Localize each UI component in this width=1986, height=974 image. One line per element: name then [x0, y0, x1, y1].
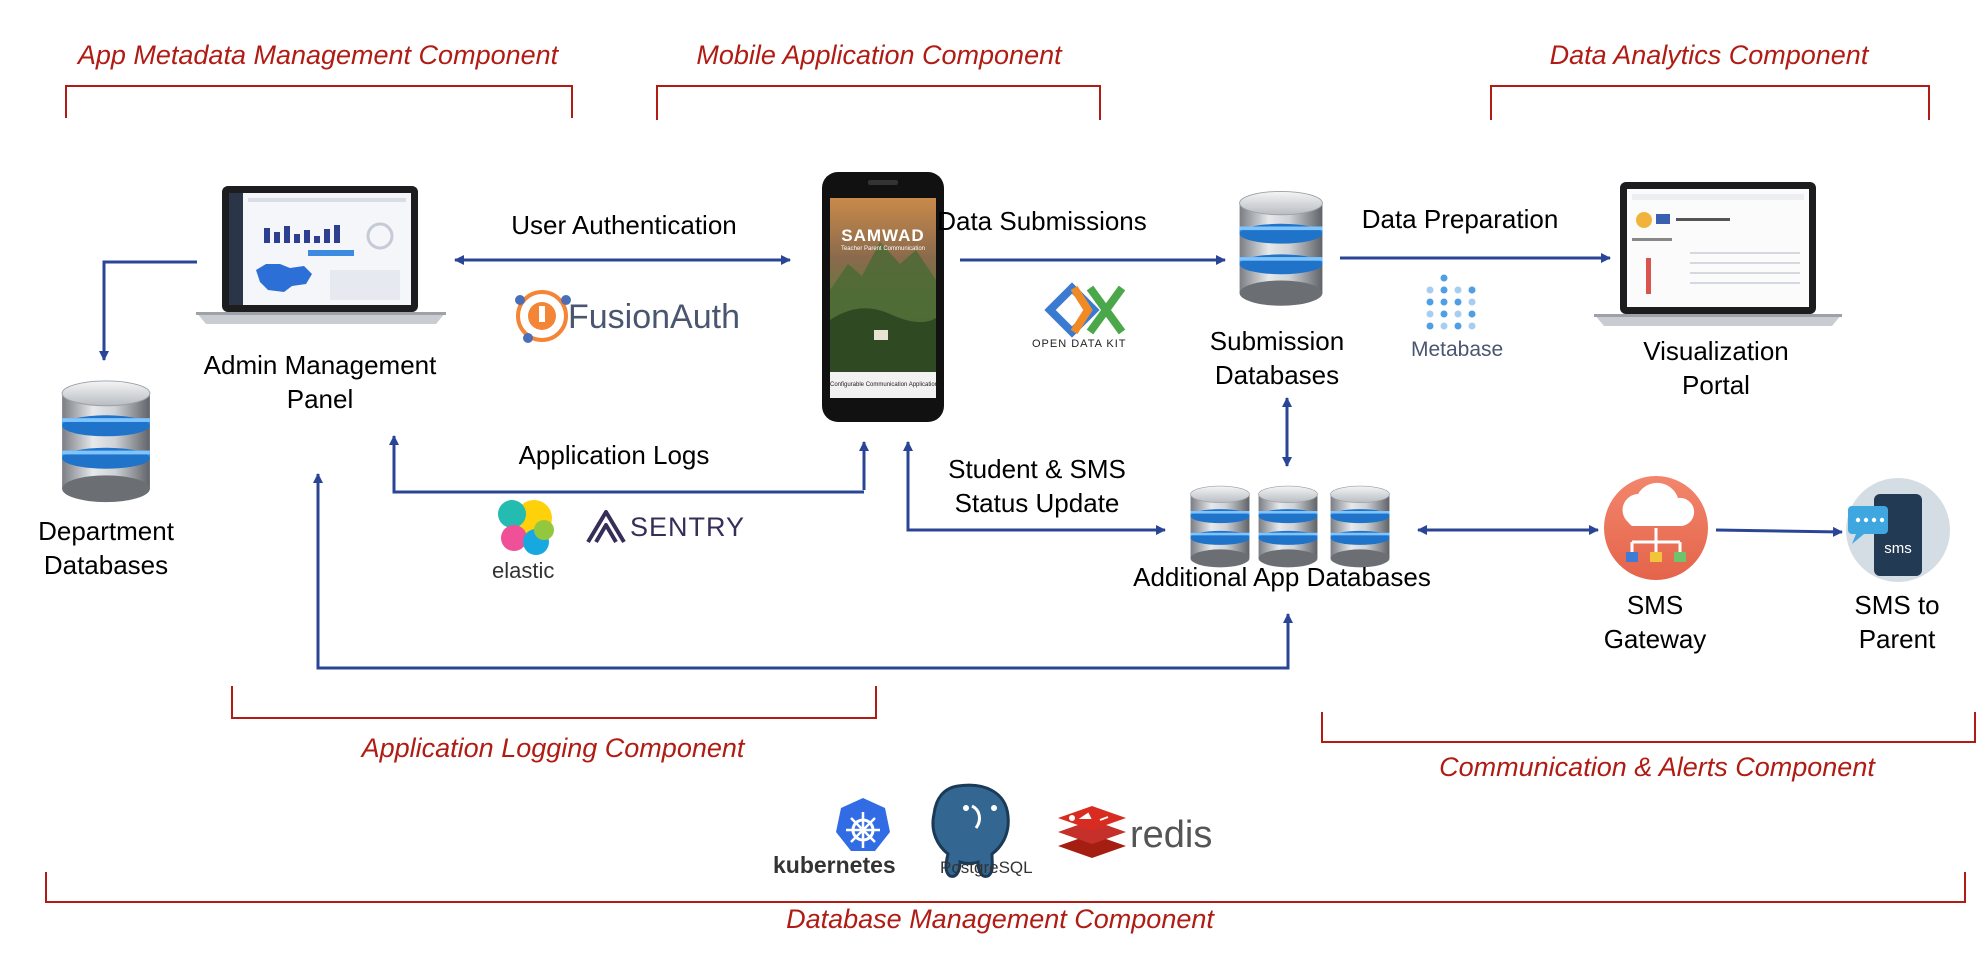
- data-submissions-label: Data Submissions: [937, 206, 1147, 236]
- mobile-app-component-title: Mobile Application Component: [696, 40, 1062, 70]
- phone-app-footer: Configurable Communication Application: [830, 382, 939, 388]
- sentry-logo-icon: [586, 510, 626, 544]
- data-analytics-component-title: Data Analytics Component: [1549, 40, 1869, 70]
- metabase-logo-icon: [1426, 274, 1476, 330]
- redis-wordmark: redis: [1130, 814, 1213, 856]
- application-logs-label: Application Logs: [518, 440, 710, 470]
- edge-additional-to-admin: [313, 473, 1293, 670]
- app-metadata-component-title: App Metadata Management Component: [77, 40, 559, 70]
- db-management-component-title: Database Management Component: [786, 904, 1214, 934]
- visualization-laptop-image: [1594, 182, 1842, 326]
- bracket-mobile-app: [656, 85, 1101, 120]
- bracket-db-management: [45, 872, 1966, 903]
- connection-arrows: [99, 253, 1843, 670]
- additional-db-icon-2: [1258, 485, 1318, 568]
- kubernetes-logo-icon: [836, 798, 890, 851]
- sms-to-parent-icon: [1846, 478, 1950, 582]
- elastic-wordmark: elastic: [492, 558, 555, 583]
- edge-admin-to-department-db: [99, 260, 197, 361]
- submission-db-icon: [1239, 190, 1323, 307]
- edge-gateway-to-parent: [1715, 526, 1843, 537]
- sms-icon-text: sms: [1884, 540, 1912, 557]
- phone-app-title: SAMWAD: [841, 226, 925, 245]
- postgresql-logo-icon: [931, 783, 1010, 878]
- status-update-label: Student & SMS Status Update: [948, 454, 1126, 518]
- redis-logo-icon: [1058, 806, 1126, 858]
- department-db-icon: [61, 380, 151, 503]
- data-preparation-label: Data Preparation: [1361, 204, 1559, 234]
- additional-db-icon-3: [1330, 485, 1390, 568]
- sms-gateway-label: SMS Gateway: [1603, 590, 1707, 654]
- department-db-label: Department Databases: [38, 516, 174, 580]
- bracket-comm-alerts: [1321, 712, 1976, 743]
- elastic-logo-icon: [498, 500, 554, 555]
- kubernetes-wordmark: kubernetes: [773, 852, 896, 878]
- comm-alerts-component-title: Communication & Alerts Component: [1439, 752, 1875, 782]
- user-auth-label: User Authentication: [511, 210, 737, 240]
- submission-db-label: Submission Databases: [1209, 326, 1345, 390]
- bracket-data-analytics: [1490, 85, 1930, 120]
- visualization-portal-label: Visualization Portal: [1643, 336, 1789, 400]
- admin-laptop-image: [196, 186, 446, 324]
- metabase-wordmark: Metabase: [1411, 338, 1504, 361]
- additional-db-label: Additional App Databases: [1133, 562, 1431, 592]
- samwad-phone-image: [822, 172, 944, 422]
- app-logging-component-title: Application Logging Component: [361, 733, 745, 763]
- sentry-wordmark: SENTRY: [630, 512, 746, 542]
- odk-wordmark: Open Data Kit: [1032, 338, 1127, 350]
- bracket-app-logging: [231, 686, 877, 719]
- fusionauth-logo-icon: [515, 290, 571, 343]
- fusionauth-wordmark: FusionAuth: [568, 298, 740, 336]
- postgresql-wordmark: PostgreSQL: [940, 858, 1033, 877]
- sms-to-parent-label: SMS to Parent: [1854, 590, 1940, 654]
- bracket-app-metadata: [65, 85, 573, 118]
- additional-db-icon-1: [1190, 485, 1250, 568]
- phone-app-subtitle: Teacher Parent Communication: [840, 246, 926, 252]
- odk-logo-icon: [1044, 282, 1126, 338]
- component-brackets: [45, 85, 1976, 903]
- admin-panel-label: Admin Management Panel: [203, 350, 437, 414]
- sms-gateway-icon: [1604, 476, 1708, 580]
